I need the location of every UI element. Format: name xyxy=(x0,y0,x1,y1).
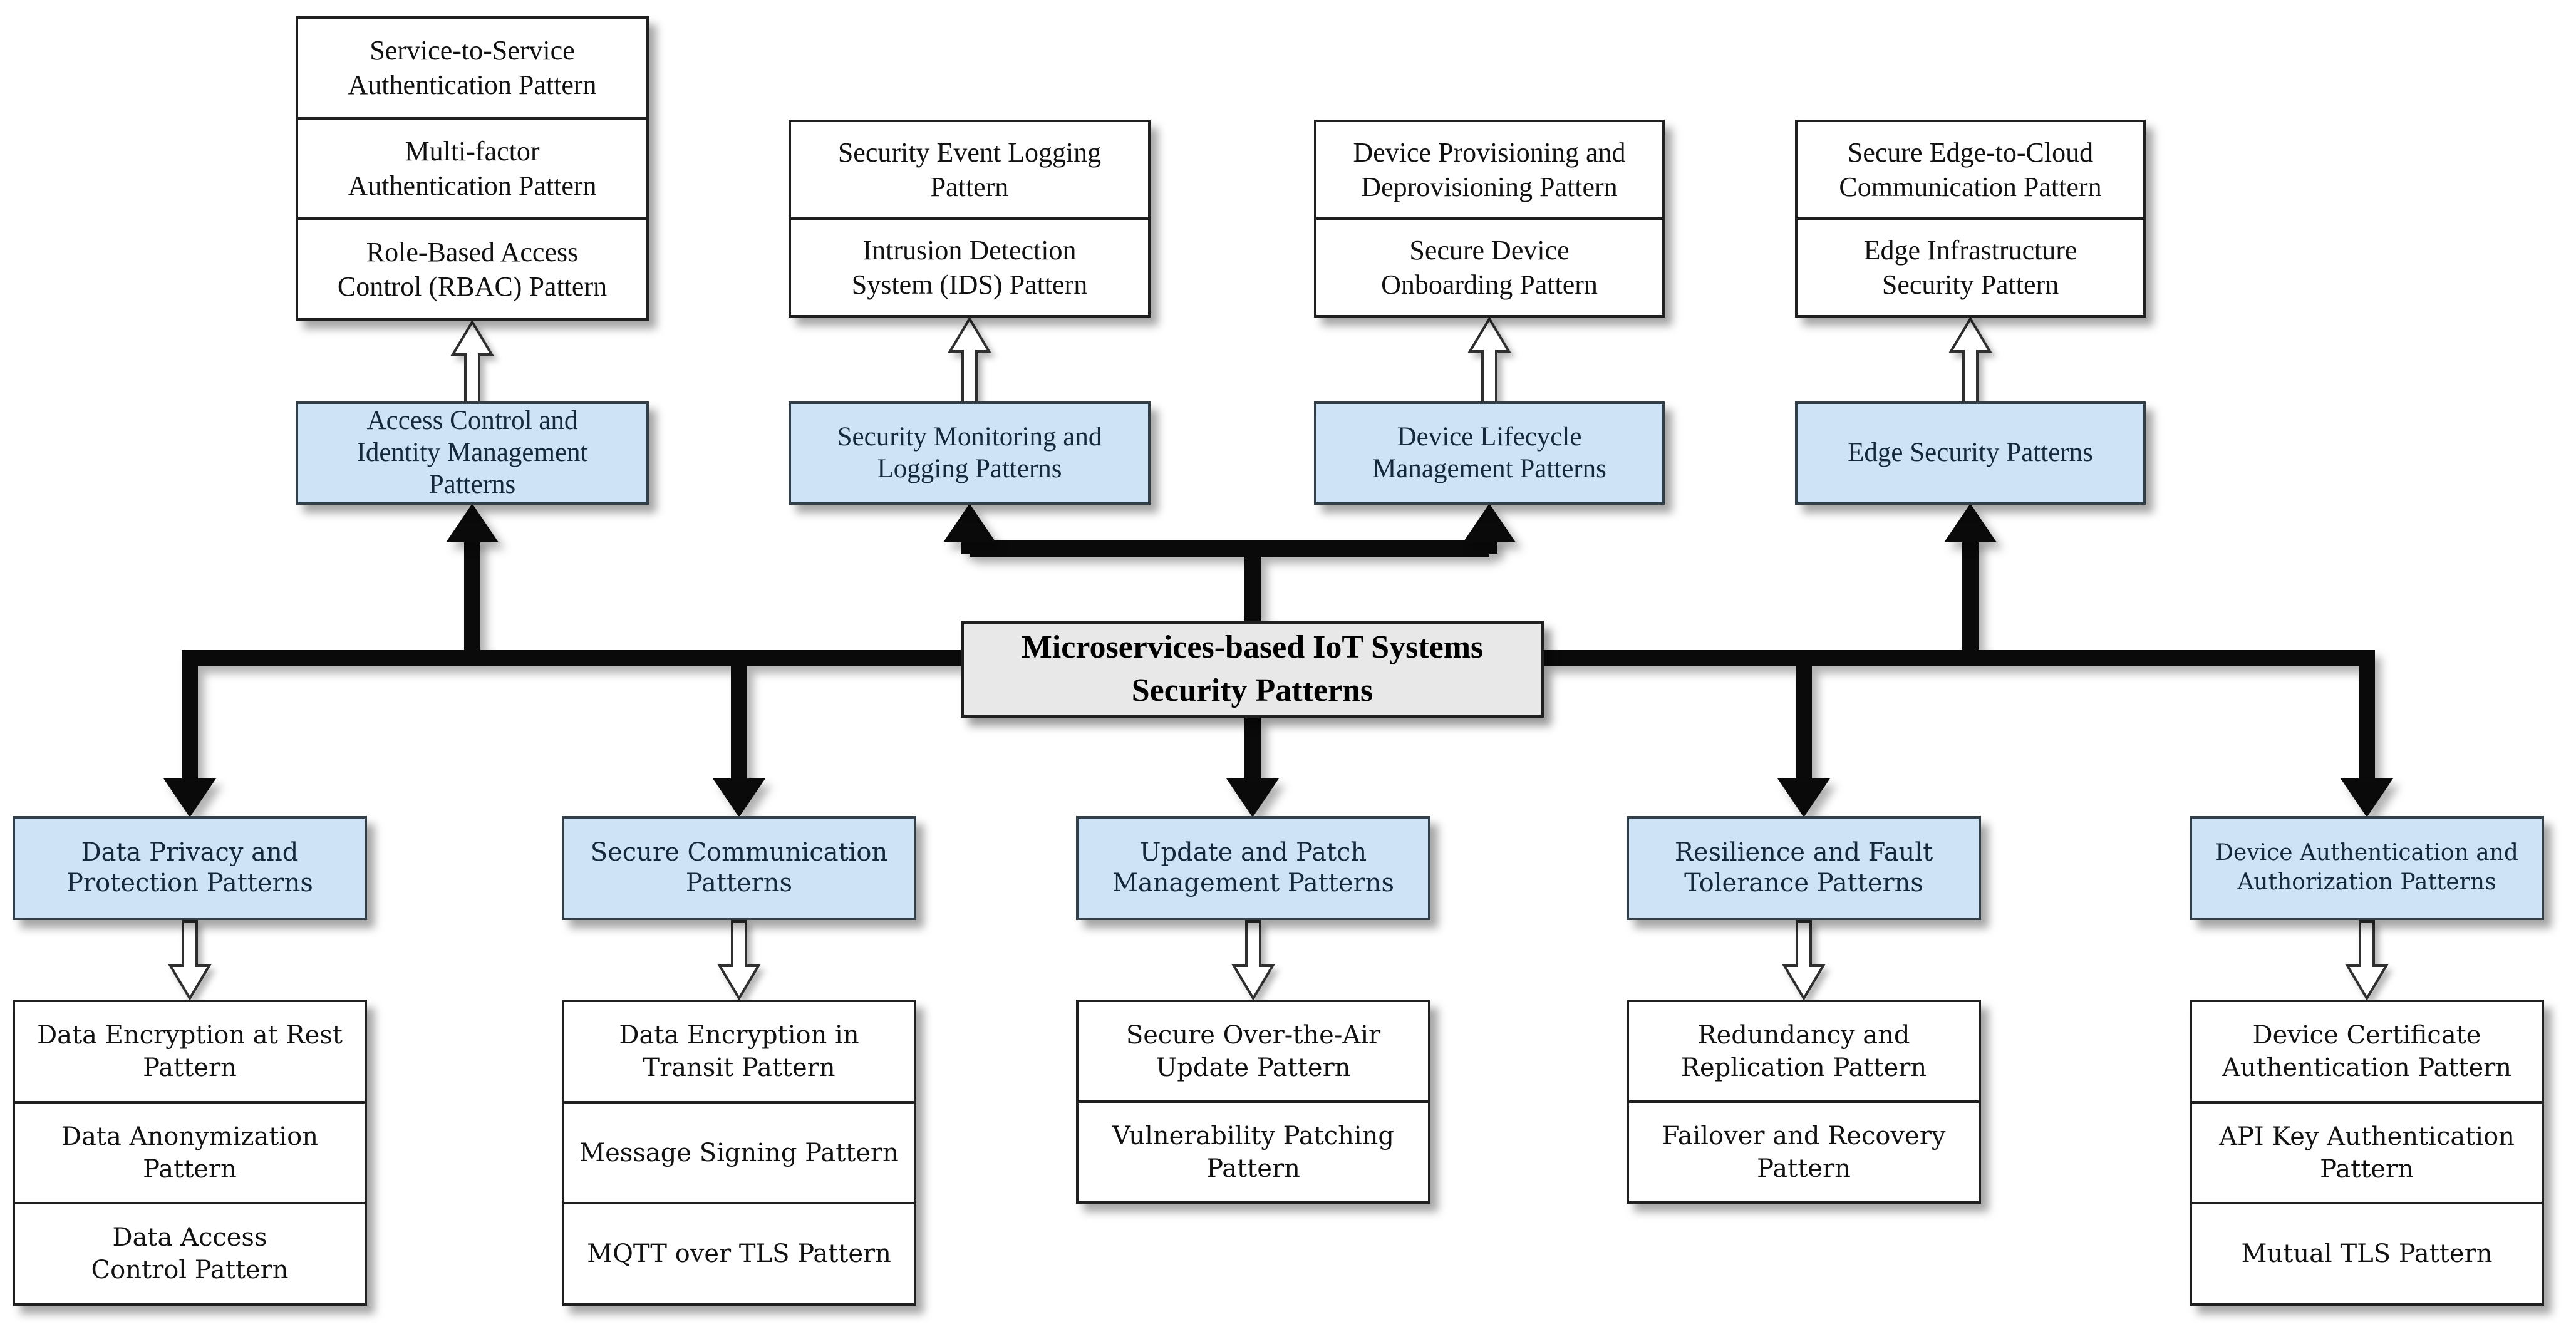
stack-device-lifecycle: Device Provisioning and Deprovisioning P… xyxy=(1314,120,1665,318)
pattern-label: Device Certificate Authentication Patter… xyxy=(2222,1020,2512,1082)
pattern-message-signing: Message Signing Pattern xyxy=(564,1100,914,1202)
category-resilience-fault-tolerance: Resilience and Fault Tolerance Patterns xyxy=(1627,816,1981,920)
hollow-arrow-group xyxy=(168,316,2389,1001)
hollow-arrow-down-icon xyxy=(1231,920,1275,1001)
hollow-arrow-up-icon xyxy=(948,316,991,404)
pattern-label: Service-to-Service Authentication Patter… xyxy=(348,35,597,101)
pattern-api-key-auth: API Key Authentication Pattern xyxy=(2192,1100,2542,1202)
pattern-data-anonymization: Data Anonymization Pattern xyxy=(15,1100,365,1202)
pattern-edge-to-cloud: Secure Edge-to-Cloud Communication Patte… xyxy=(1798,122,2143,217)
pattern-label: API Key Authentication Pattern xyxy=(2219,1122,2515,1184)
category-device-lifecycle: Device Lifecycle Management Patterns xyxy=(1314,401,1665,505)
stack-update-patch: Secure Over-the-Air Update Pattern Vulne… xyxy=(1076,1000,1430,1204)
hollow-arrow-down-icon xyxy=(168,920,212,1001)
category-label: Access Control and Identity Management P… xyxy=(356,406,588,499)
pattern-label: Mutual TLS Pattern xyxy=(2241,1239,2493,1269)
pattern-encryption-in-transit: Data Encryption in Transit Pattern xyxy=(564,1002,914,1101)
pattern-label: Data Access Control Pattern xyxy=(91,1223,289,1285)
pattern-label: Multi-factor Authentication Pattern xyxy=(348,136,597,201)
arrowhead-down-icon xyxy=(713,778,765,817)
pattern-device-certificate-auth: Device Certificate Authentication Patter… xyxy=(2192,1002,2542,1101)
category-device-auth-authz: Device Authentication and Authorization … xyxy=(2190,816,2544,920)
root-title-box: Microservices-based IoT Systems Security… xyxy=(961,621,1544,718)
stack-device-auth-authz: Device Certificate Authentication Patter… xyxy=(2190,1000,2544,1306)
stack-secure-communication: Data Encryption in Transit Pattern Messa… xyxy=(562,1000,916,1306)
pattern-label: Data Anonymization Pattern xyxy=(61,1122,318,1184)
arrowhead-up-icon xyxy=(943,504,996,542)
pattern-redundancy-replication: Redundancy and Replication Pattern xyxy=(1629,1002,1979,1100)
arrowhead-down-icon xyxy=(2341,778,2393,817)
pattern-label: Secure Device Onboarding Pattern xyxy=(1381,235,1598,300)
category-edge-security: Edge Security Patterns xyxy=(1795,401,2146,505)
arrowhead-down-icon xyxy=(1777,778,1830,817)
hollow-arrow-up-icon xyxy=(1467,316,1511,404)
pattern-multi-factor-auth: Multi-factor Authentication Pattern xyxy=(298,116,646,218)
solid-arrowhead-group xyxy=(163,504,2393,817)
stack-access-control: Service-to-Service Authentication Patter… xyxy=(296,16,649,321)
pattern-security-event-logging: Security Event Logging Pattern xyxy=(791,122,1148,217)
stack-resilience-fault-tolerance: Redundancy and Replication Pattern Failo… xyxy=(1627,1000,1981,1204)
category-label: Device Lifecycle Management Patterns xyxy=(1372,421,1606,483)
pattern-mqtt-over-tls: MQTT over TLS Pattern xyxy=(564,1202,914,1303)
category-label: Edge Security Patterns xyxy=(1848,438,2093,468)
pattern-label: Redundancy and Replication Pattern xyxy=(1680,1020,1927,1082)
pattern-ids: Intrusion Detection System (IDS) Pattern xyxy=(791,217,1148,315)
pattern-encryption-at-rest: Data Encryption at Rest Pattern xyxy=(15,1002,365,1101)
pattern-label: Data Encryption at Rest Pattern xyxy=(37,1020,343,1082)
root-title: Microservices-based IoT Systems Security… xyxy=(1021,629,1484,708)
category-label: Security Monitoring and Logging Patterns xyxy=(837,421,1102,483)
stack-security-monitoring: Security Event Logging Pattern Intrusion… xyxy=(789,120,1151,318)
category-data-privacy: Data Privacy and Protection Patterns xyxy=(13,816,367,920)
category-label: Update and Patch Management Patterns xyxy=(1112,838,1395,897)
stack-data-privacy: Data Encryption at Rest Pattern Data Ano… xyxy=(13,1000,367,1306)
category-label: Data Privacy and Protection Patterns xyxy=(66,838,313,897)
arrowhead-up-icon xyxy=(446,504,499,542)
pattern-label: Device Provisioning and Deprovisioning P… xyxy=(1353,137,1626,202)
pattern-label: Message Signing Pattern xyxy=(579,1138,899,1167)
pattern-label: Secure Edge-to-Cloud Communication Patte… xyxy=(1839,137,2102,202)
pattern-mutual-tls: Mutual TLS Pattern xyxy=(2192,1202,2542,1303)
pattern-label: Edge Infrastructure Security Pattern xyxy=(1863,235,2077,300)
hollow-arrow-up-icon xyxy=(1948,316,1992,404)
arrowhead-down-icon xyxy=(1226,778,1279,817)
category-label: Secure Communication Patterns xyxy=(590,838,888,897)
stack-edge-security: Secure Edge-to-Cloud Communication Patte… xyxy=(1795,120,2146,318)
pattern-label: Security Event Logging Pattern xyxy=(837,137,1102,202)
hollow-arrow-down-icon xyxy=(2345,920,2389,1001)
arrowhead-up-icon xyxy=(1463,504,1516,542)
arrowhead-up-icon xyxy=(1944,504,1997,542)
pattern-secure-onboarding: Secure Device Onboarding Pattern xyxy=(1316,217,1662,315)
pattern-label: Vulnerability Patching Pattern xyxy=(1112,1121,1395,1183)
pattern-vulnerability-patching: Vulnerability Patching Pattern xyxy=(1079,1100,1428,1201)
pattern-label: Failover and Recovery Pattern xyxy=(1662,1121,1946,1183)
category-security-monitoring-logging: Security Monitoring and Logging Patterns xyxy=(789,401,1151,505)
pattern-edge-infrastructure: Edge Infrastructure Security Pattern xyxy=(1798,217,2143,315)
pattern-label: Secure Over-the-Air Update Pattern xyxy=(1125,1020,1381,1082)
hollow-arrow-down-icon xyxy=(1782,920,1826,1001)
category-label: Resilience and Fault Tolerance Patterns xyxy=(1674,838,1933,897)
pattern-service-to-service-auth: Service-to-Service Authentication Patter… xyxy=(298,19,646,117)
pattern-label: Data Encryption in Transit Pattern xyxy=(619,1020,859,1082)
hollow-arrow-down-icon xyxy=(717,920,761,1001)
pattern-rbac: Role-Based Access Control (RBAC) Pattern xyxy=(298,217,646,318)
hollow-arrow-up-icon xyxy=(450,319,494,404)
pattern-ota-update: Secure Over-the-Air Update Pattern xyxy=(1079,1002,1428,1100)
pattern-label: Intrusion Detection System (IDS) Pattern xyxy=(851,235,1088,300)
solid-connector-group xyxy=(182,537,2375,783)
category-secure-communication: Secure Communication Patterns xyxy=(562,816,916,920)
pattern-device-provisioning: Device Provisioning and Deprovisioning P… xyxy=(1316,122,1662,217)
pattern-failover-recovery: Failover and Recovery Pattern xyxy=(1629,1100,1979,1201)
pattern-label: MQTT over TLS Pattern xyxy=(587,1239,891,1269)
category-label: Device Authentication and Authorization … xyxy=(2215,840,2518,895)
category-access-control-identity: Access Control and Identity Management P… xyxy=(296,401,649,505)
pattern-label: Role-Based Access Control (RBAC) Pattern xyxy=(337,236,608,302)
category-update-patch: Update and Patch Management Patterns xyxy=(1076,816,1430,920)
pattern-data-access-control: Data Access Control Pattern xyxy=(15,1202,365,1303)
arrowhead-down-icon xyxy=(163,778,216,817)
